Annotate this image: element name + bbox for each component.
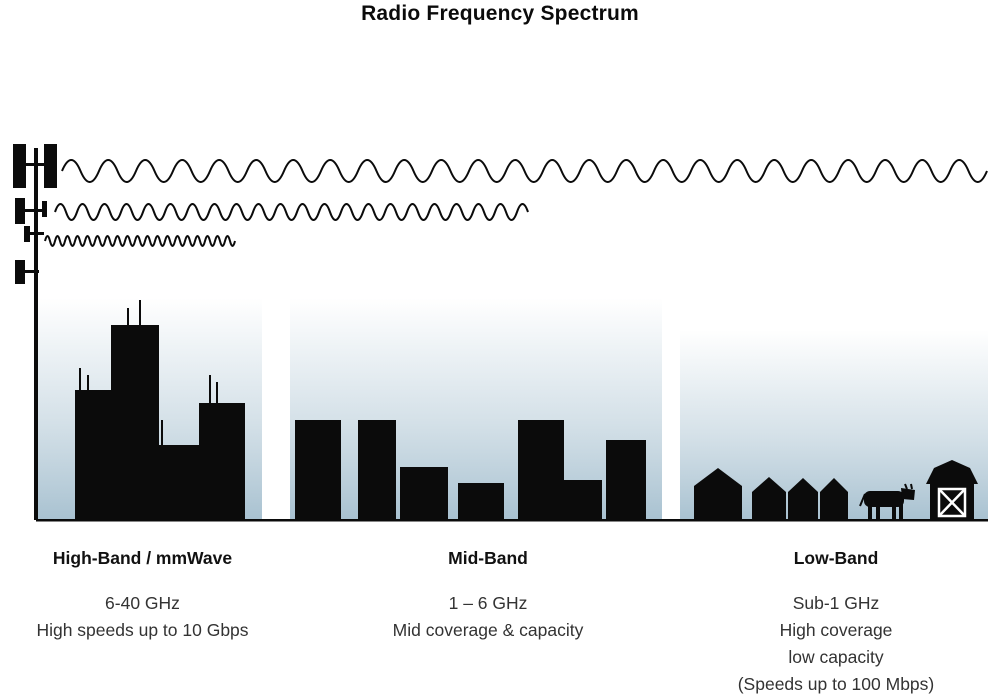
band-detail: Mid coverage & capacity (392, 620, 584, 640)
high-frequency-wave-icon (44, 235, 236, 247)
barn-icon (926, 460, 978, 520)
band-name: High-Band / mmWave (52, 548, 233, 568)
house-icon (788, 478, 818, 520)
band-name: Low-Band (793, 548, 879, 568)
band-label-high: High-Band / mmWave 6-40 GHz High speeds … (0, 548, 285, 644)
ground-line (36, 519, 988, 522)
farm-scene-icon (694, 460, 978, 520)
band-label-low: Low-Band Sub-1 GHz High coverage low cap… (672, 548, 1000, 698)
cow-icon (859, 483, 915, 519)
house-icon (752, 477, 786, 520)
rooftop-antenna-icon (79, 300, 218, 447)
mid-frequency-wave-icon (54, 203, 529, 221)
house-icon (694, 468, 742, 520)
band-detail: High coverage (779, 620, 893, 640)
band-frequency: Sub-1 GHz (792, 593, 880, 613)
band-frequency: 6-40 GHz (105, 593, 180, 613)
low-frequency-wave-icon (61, 159, 988, 183)
town-skyline-icon (295, 420, 646, 520)
band-name: Mid-Band (448, 548, 528, 568)
spectrum-illustration (13, 144, 988, 522)
band-frequency: 1 – 6 GHz (448, 593, 528, 613)
band-detail: low capacity (788, 647, 884, 667)
house-icon (820, 478, 848, 520)
band-detail: High speeds up to 10 Gbps (36, 620, 249, 640)
cell-tower-icon (13, 144, 57, 520)
diagram-title: Radio Frequency Spectrum (361, 2, 639, 25)
band-label-mid: Mid-Band 1 – 6 GHz Mid coverage & capaci… (338, 548, 638, 644)
band-detail: (Speeds up to 100 Mbps) (737, 674, 935, 694)
city-skyline-icon (75, 300, 245, 520)
